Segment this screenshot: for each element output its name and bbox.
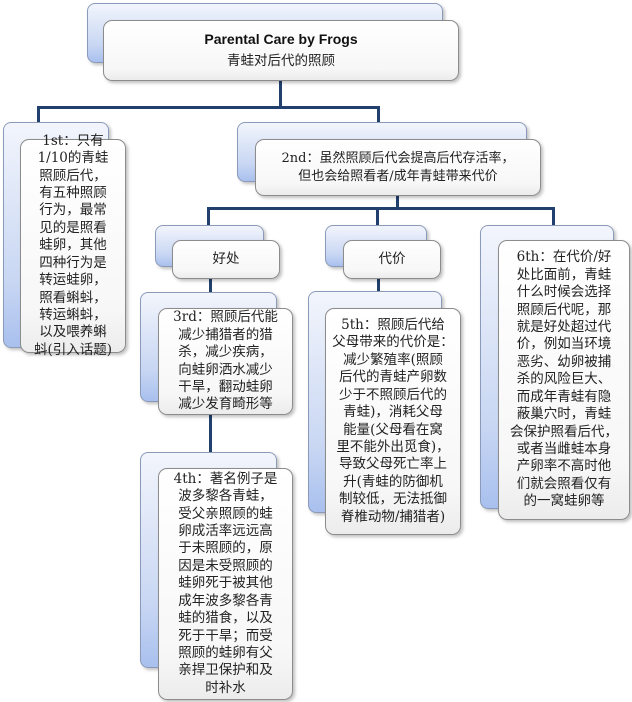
node-3rd: 3rd：照顾后代能 减少捕猎者的猎 杀，减少疾病， 向蛙卵洒水减少 干旱，翻动蛙… — [158, 308, 293, 415]
node-2nd: 2nd：虽然照顾后代会提高后代存活率， 但也会给照看者/成年青蛙带来代价 — [255, 139, 541, 196]
diagram-title: Parental Care by Frogs — [204, 31, 358, 48]
connector — [396, 195, 399, 209]
connector — [207, 207, 210, 226]
costs-node: 代价 — [343, 240, 441, 279]
connector — [279, 80, 282, 108]
connector — [37, 106, 380, 109]
connector — [377, 106, 380, 123]
connector — [209, 278, 212, 293]
node-4th: 4th：著名例子是 波多黎各青蛙， 受父亲照顾的蛙 卵成活率远远高 于未照顾的，… — [158, 468, 293, 700]
benefits-node: 好处 — [172, 240, 280, 279]
node-1st: 1st：只有 1/10的青蛙 照顾后代， 有五种照顾 行为，最常 见的是照看 蛙… — [20, 133, 126, 358]
connector — [209, 414, 212, 453]
connector — [207, 207, 555, 210]
node-6th: 6th：在代价/好 处比面前，青蛙 什么时候会选择 照顾后代呢，那 就是好处超过… — [498, 240, 630, 520]
connector — [552, 207, 555, 226]
connector — [37, 106, 40, 123]
connector — [376, 207, 379, 226]
node-5th: 5th：照顾后代给 父母带来的代价是： 减少繁殖率(照顾 后代的青蛙产卵数 少于… — [325, 308, 461, 535]
diagram-subtitle: 青蛙对后代的照顾 — [227, 52, 335, 69]
connector — [377, 278, 380, 291]
root-node: Parental Care by Frogs 青蛙对后代的照顾 — [103, 20, 459, 81]
